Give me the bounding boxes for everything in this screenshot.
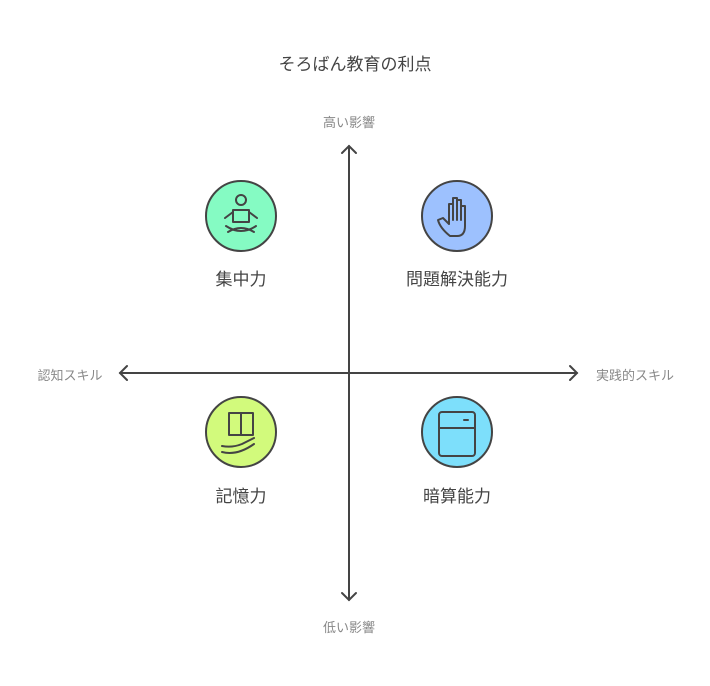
- axis-label-left: 認知スキル: [37, 369, 103, 384]
- quadrant-label-concentration: 集中力: [215, 270, 267, 290]
- quadrant-label-problem-solving: 問題解決能力: [406, 270, 508, 290]
- quadrant-label-memory: 記憶力: [215, 487, 267, 507]
- axis-label-right: 実践的スキル: [595, 369, 675, 384]
- meditation-icon: [205, 180, 277, 252]
- quadrant-label-mental-math: 暗算能力: [423, 487, 491, 507]
- diagram-title: そろばん教育の利点: [278, 55, 432, 75]
- axis-label-bottom: 低い影響: [322, 621, 376, 636]
- axis-label-top: 高い影響: [322, 116, 376, 131]
